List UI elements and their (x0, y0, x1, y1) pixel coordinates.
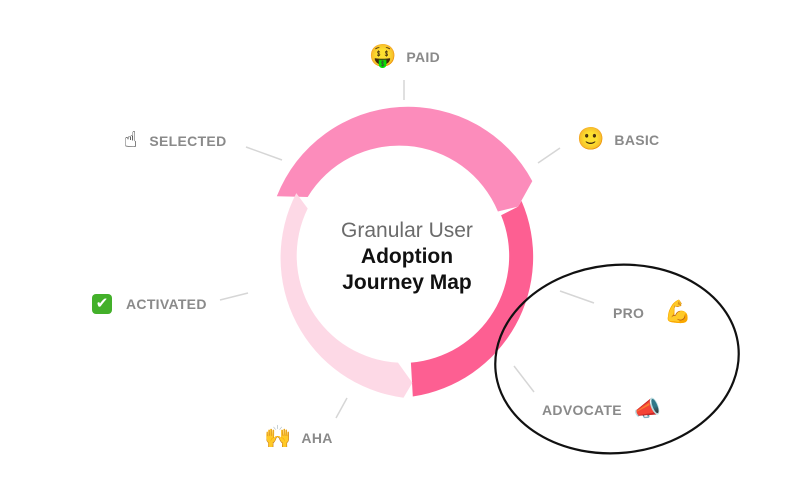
stage-label-basic: BASIC (614, 132, 660, 148)
stage-label-paid: PAID (406, 49, 441, 65)
stage-selected: ☝ SELECTED (124, 126, 226, 156)
ring-segment-right (410, 200, 534, 397)
stage-advocate: ADVOCATE 📣 (542, 395, 661, 425)
connector-aha (335, 397, 348, 419)
ring-segment-left (280, 193, 413, 398)
ring-segment-top (276, 106, 533, 212)
connector-advocate (513, 365, 535, 393)
raising-hands-icon: 🙌 (264, 425, 292, 450)
megaphone-icon: 📣 (633, 397, 662, 422)
money-mouth-face-icon: 🤑 (369, 44, 397, 69)
connector-basic (537, 147, 561, 164)
title-line-2: Adoption (360, 245, 454, 268)
highlight-outline (494, 263, 740, 455)
diagram-title: Granular User Adoption Journey Map (307, 218, 507, 296)
connector-pro (559, 290, 595, 304)
connector-selected (245, 146, 283, 161)
stage-pro: PRO 💪 (613, 298, 692, 328)
stage-activated: ✔ ACTIVATED (92, 289, 207, 319)
connector-activated (219, 292, 249, 301)
title-line-1: Granular User (341, 219, 473, 242)
check-mark-button-icon: ✔ (92, 294, 112, 314)
slightly-smiling-face-icon: 🙂 (577, 127, 605, 152)
flexed-biceps-icon: 💪 (664, 300, 692, 325)
stage-basic: 🙂 BASIC (577, 125, 659, 155)
stage-aha: 🙌 AHA (264, 423, 333, 453)
stage-label-activated: ACTIVATED (126, 296, 207, 312)
stage-paid: 🤑 PAID (369, 42, 440, 72)
title-line-3: Journey Map (342, 271, 472, 294)
stage-label-selected: SELECTED (149, 133, 227, 149)
stage-label-advocate: ADVOCATE (542, 402, 622, 418)
stage-label-pro: PRO (613, 305, 645, 321)
index-pointing-up-icon: ☝ (124, 128, 138, 153)
stage-label-aha: AHA (301, 430, 333, 446)
